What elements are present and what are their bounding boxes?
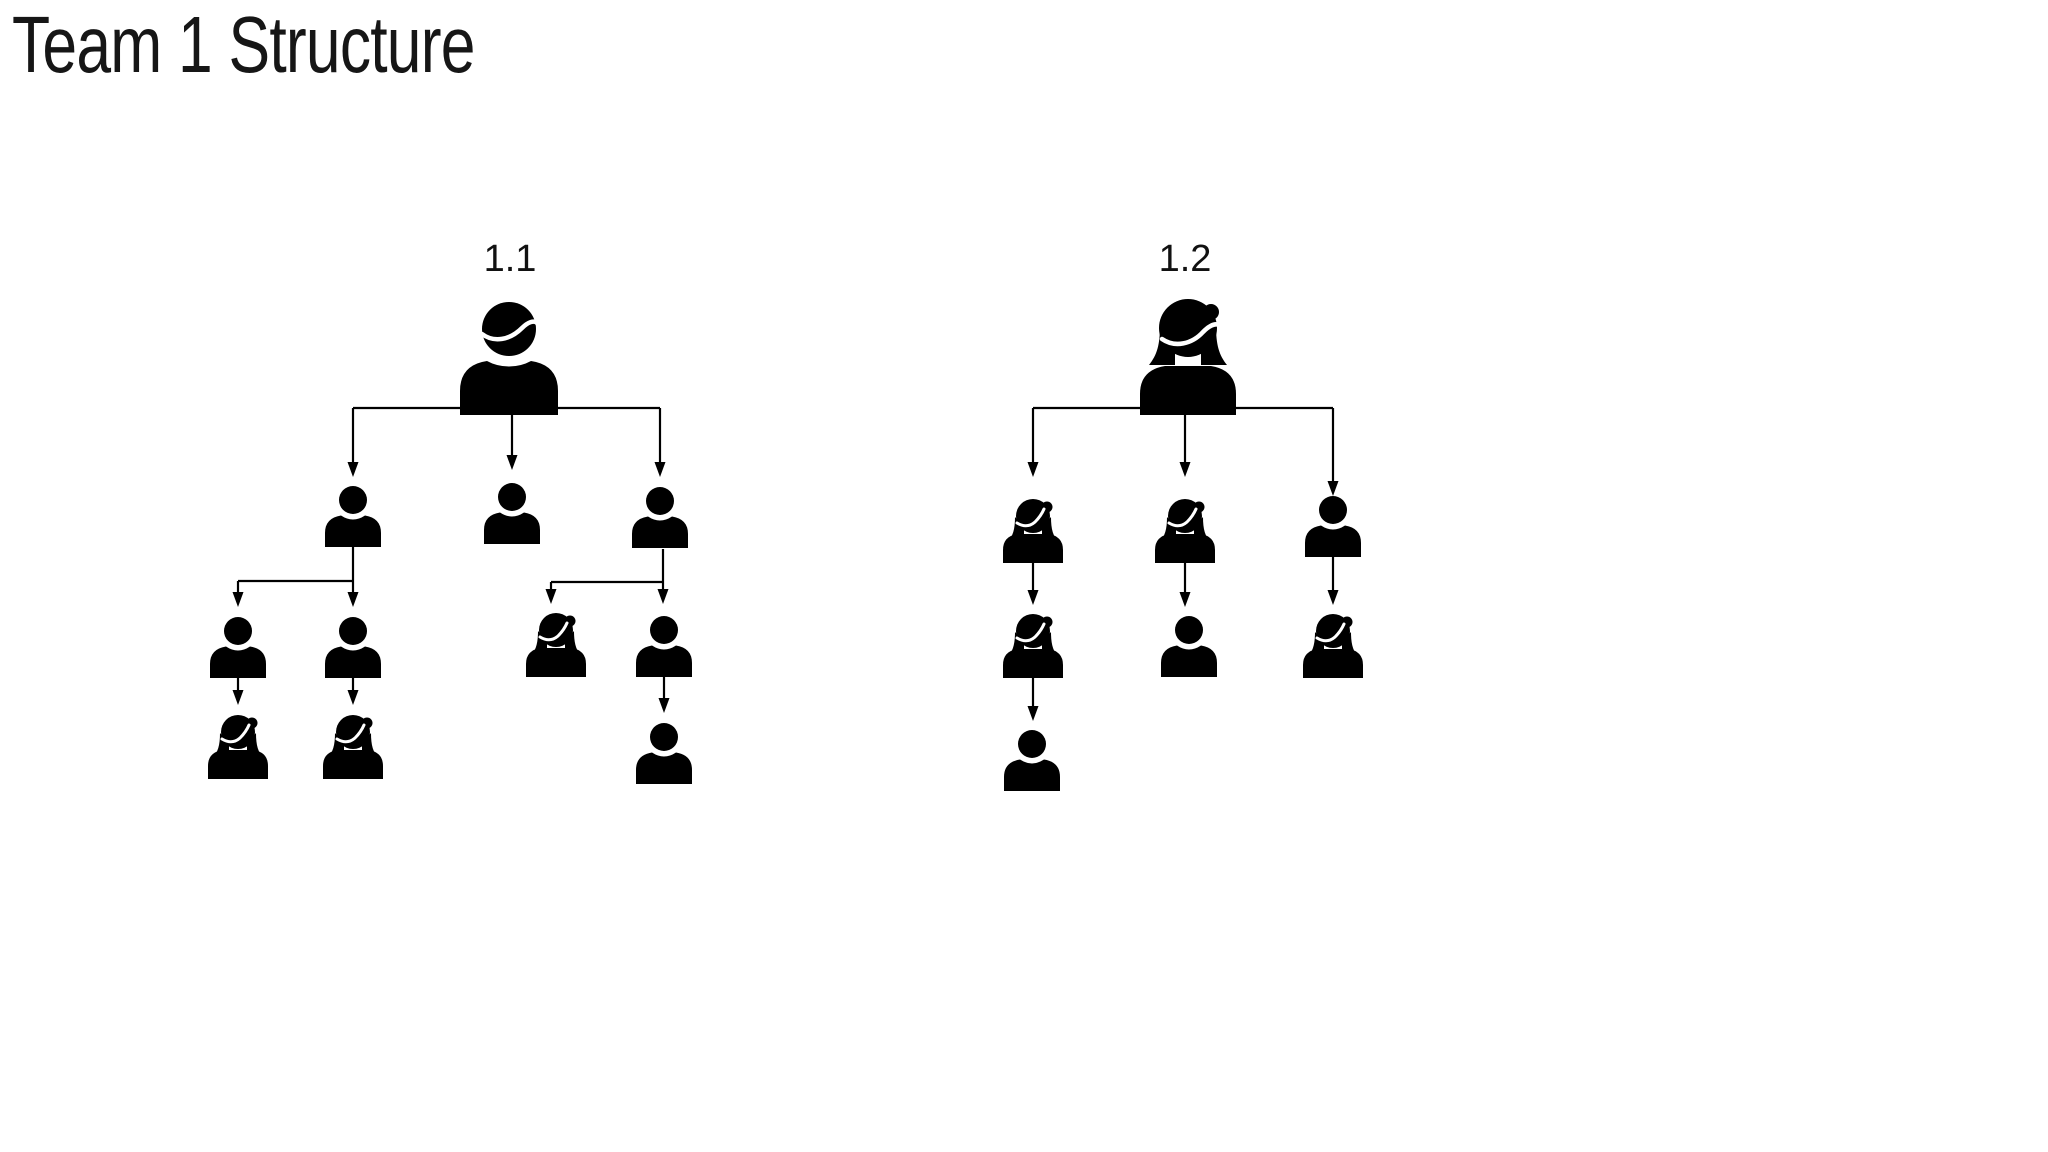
arrowhead-icon bbox=[506, 455, 518, 470]
arrowhead-icon bbox=[1179, 462, 1191, 477]
woman-large-icon bbox=[1140, 299, 1236, 415]
org-tree-1-1 bbox=[207, 302, 692, 784]
arrowhead-icon bbox=[347, 690, 359, 705]
arrowhead-icon bbox=[347, 592, 359, 607]
person-icon bbox=[210, 617, 266, 678]
person-icon bbox=[636, 723, 692, 784]
arrowhead-icon bbox=[654, 462, 666, 477]
woman-icon bbox=[322, 713, 384, 779]
arrowhead-icon bbox=[232, 690, 244, 705]
person-icon bbox=[632, 487, 688, 548]
woman-icon bbox=[1302, 612, 1364, 678]
person-icon bbox=[325, 617, 381, 678]
arrowhead-icon bbox=[232, 592, 244, 607]
person-icon bbox=[1161, 616, 1217, 677]
man-large-icon bbox=[460, 302, 558, 415]
page-title: Team 1 Structure bbox=[12, 0, 475, 89]
person-icon bbox=[636, 616, 692, 677]
arrowhead-icon bbox=[1027, 706, 1039, 721]
arrowhead-icon bbox=[1327, 590, 1339, 605]
tree-label-1-2: 1.2 bbox=[1158, 238, 1212, 280]
woman-icon bbox=[1002, 497, 1064, 563]
woman-icon bbox=[207, 713, 269, 779]
arrowhead-icon bbox=[1179, 592, 1191, 607]
arrowhead-icon bbox=[1027, 590, 1039, 605]
person-icon bbox=[484, 483, 540, 544]
person-icon bbox=[1004, 730, 1060, 791]
tree-label-1-1: 1.1 bbox=[483, 238, 537, 280]
woman-icon bbox=[1154, 497, 1216, 563]
woman-icon bbox=[1002, 612, 1064, 678]
arrowhead-icon bbox=[1027, 462, 1039, 477]
arrowhead-icon bbox=[545, 589, 557, 604]
arrowhead-icon bbox=[657, 589, 669, 604]
woman-icon bbox=[525, 611, 587, 677]
person-icon bbox=[1305, 496, 1361, 557]
org-tree-1-2 bbox=[1002, 299, 1364, 791]
arrowhead-icon bbox=[347, 462, 359, 477]
arrowhead-icon bbox=[1327, 481, 1339, 496]
person-icon bbox=[325, 486, 381, 547]
arrowhead-icon bbox=[658, 698, 670, 713]
